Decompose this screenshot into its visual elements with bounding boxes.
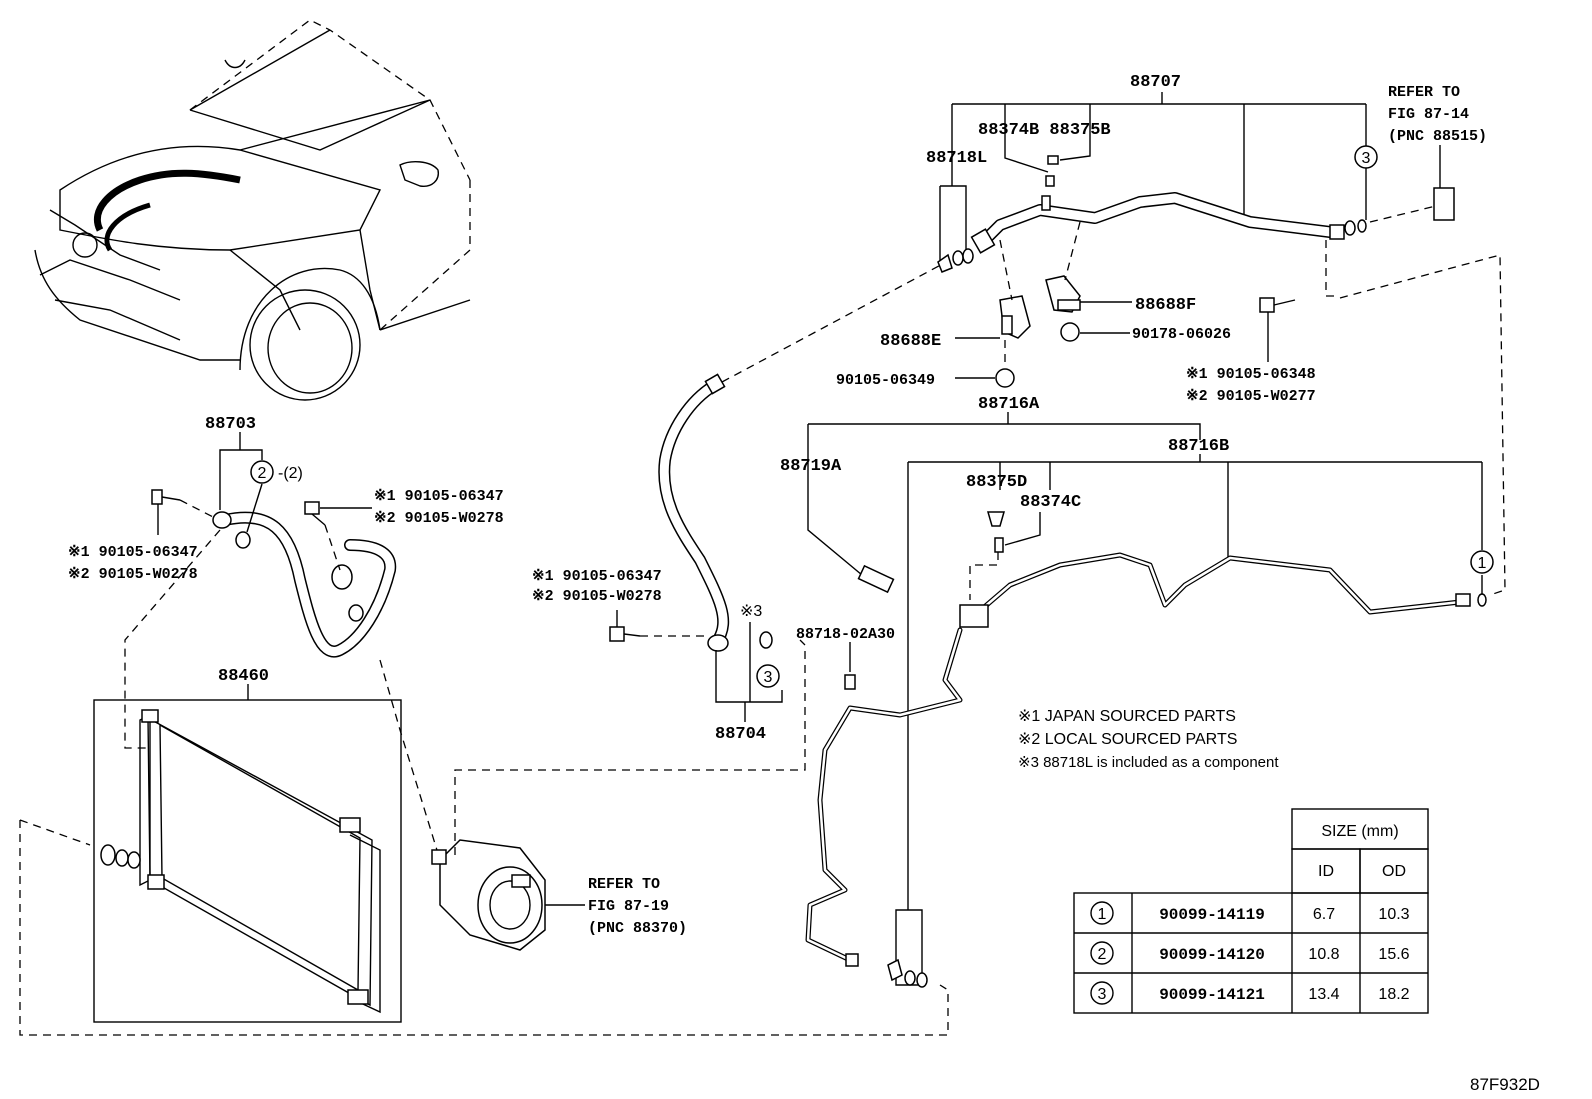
label-88716A: 88716A xyxy=(978,395,1040,414)
part-88460-condenser xyxy=(100,709,381,1014)
receiver-icon xyxy=(1433,187,1455,221)
label-88688F: 88688F xyxy=(1135,296,1196,315)
bolt-center-japan: ※1 90105-06347 xyxy=(532,568,662,585)
part-88707-pipe xyxy=(937,155,1367,273)
sensor-88719A-icon xyxy=(857,564,895,594)
bolt-icon xyxy=(151,489,181,505)
nut-icon xyxy=(1060,322,1080,342)
valve-core-icon xyxy=(844,674,856,690)
ref-compressor-line1: REFER TO xyxy=(588,876,660,893)
table-row-part: 90099-14120 xyxy=(1159,946,1265,964)
part-88703-hose xyxy=(212,511,397,658)
callout-1-label: 1 xyxy=(1478,555,1487,572)
table-row-mark: 2 xyxy=(1098,946,1107,963)
note-local-sourced: ※2 LOCAL SOURCED PARTS xyxy=(1018,731,1237,748)
ref-top-line2: FIG 87-14 xyxy=(1388,106,1469,123)
callout-2-label: 2 xyxy=(258,465,267,482)
label-88375D: 88375D xyxy=(966,473,1027,492)
note-ref-3: ※3 xyxy=(740,603,762,620)
table-row-id: 10.8 xyxy=(1308,946,1339,963)
bolt-right-japan: ※1 90105-06347 xyxy=(374,488,504,505)
callout-3-top xyxy=(1354,145,1378,169)
table-mark-3 xyxy=(1090,981,1114,1005)
bolt-icon xyxy=(995,368,1015,388)
table-mark-2 xyxy=(1090,941,1114,965)
label-88703: 88703 xyxy=(205,415,256,434)
label-88716B: 88716B xyxy=(1168,437,1229,456)
table-row-od: 15.6 xyxy=(1378,946,1409,963)
part-88716B-pipe xyxy=(805,627,963,967)
figure-code: 87F932D xyxy=(1470,1075,1540,1094)
callout-1 xyxy=(1470,550,1494,574)
table-row-od: 10.3 xyxy=(1378,906,1409,923)
bolt-icon xyxy=(304,501,326,526)
table-row-part: 90099-14121 xyxy=(1159,986,1265,1004)
label-88707: 88707 xyxy=(1130,73,1181,92)
ref-top-line3: (PNC 88515) xyxy=(1388,128,1487,145)
note-component: ※3 88718L is included as a component xyxy=(1018,754,1279,771)
bolt-left-local: ※2 90105-W0278 xyxy=(68,566,198,583)
callout-3 xyxy=(756,664,780,688)
cap-icon xyxy=(987,511,1005,527)
table-row-mark: 3 xyxy=(1098,986,1107,1003)
bracket-88688E-icon xyxy=(999,295,1031,339)
table-row-id: 13.4 xyxy=(1308,986,1339,1003)
size-table-header: SIZE (mm) xyxy=(1321,823,1398,840)
condenser-box xyxy=(93,699,402,1023)
table-row-id: 6.7 xyxy=(1313,906,1335,923)
label-90105-06349: 90105-06349 xyxy=(836,372,935,389)
part-88704-hose xyxy=(658,373,730,652)
size-table-col-od: OD xyxy=(1382,863,1406,880)
ref-top-line1: REFER TO xyxy=(1388,84,1460,101)
label-88688E: 88688E xyxy=(880,332,941,351)
vehicle-sketch xyxy=(34,19,471,401)
table-mark-1 xyxy=(1090,901,1114,925)
callout-2-qty: -(2) xyxy=(278,465,303,482)
bolt-icon xyxy=(609,626,641,642)
valve-core-icon xyxy=(994,537,1004,553)
callout-2 xyxy=(250,460,274,484)
label-88719A: 88719A xyxy=(780,457,842,476)
bolt-icon xyxy=(1259,297,1296,313)
bolt-right-local: ※2 90105-W0278 xyxy=(374,510,504,527)
bracket-88688F-icon xyxy=(1045,275,1081,313)
label-88374C: 88374C xyxy=(1020,493,1081,512)
compressor-icon xyxy=(431,839,546,951)
label-88460: 88460 xyxy=(218,667,269,686)
table-row-mark: 1 xyxy=(1098,906,1107,923)
size-table: SIZE (mm) ID OD 1 90099-14119 6.7 10.3 2… xyxy=(1073,808,1429,1014)
ref-compressor-line2: FIG 87-19 xyxy=(588,898,669,915)
label-88718-02A30: 88718-02A30 xyxy=(796,626,895,643)
label-88704: 88704 xyxy=(715,725,766,744)
bolt-left-japan: ※1 90105-06347 xyxy=(68,544,198,561)
callout-3-top-label: 3 xyxy=(1362,150,1371,167)
label-90178-06026: 90178-06026 xyxy=(1132,326,1231,343)
ref-compressor-line3: (PNC 88370) xyxy=(588,920,687,937)
bolt-center-local: ※2 90105-W0278 xyxy=(532,588,662,605)
callout-3-label: 3 xyxy=(764,669,773,686)
table-row-od: 18.2 xyxy=(1378,986,1409,1003)
bolt-top-japan: ※1 90105-06348 xyxy=(1186,366,1316,383)
label-88374B-88375B: 88374B 88375B xyxy=(978,121,1111,140)
bolt-top-local: ※2 90105-W0277 xyxy=(1186,388,1316,405)
size-table-col-id: ID xyxy=(1318,863,1334,880)
table-row-part: 90099-14119 xyxy=(1159,906,1265,924)
part-88716A-pipe xyxy=(959,552,1487,628)
note-japan-sourced: ※1 JAPAN SOURCED PARTS xyxy=(1018,708,1236,725)
label-88718L: 88718L xyxy=(926,149,987,168)
